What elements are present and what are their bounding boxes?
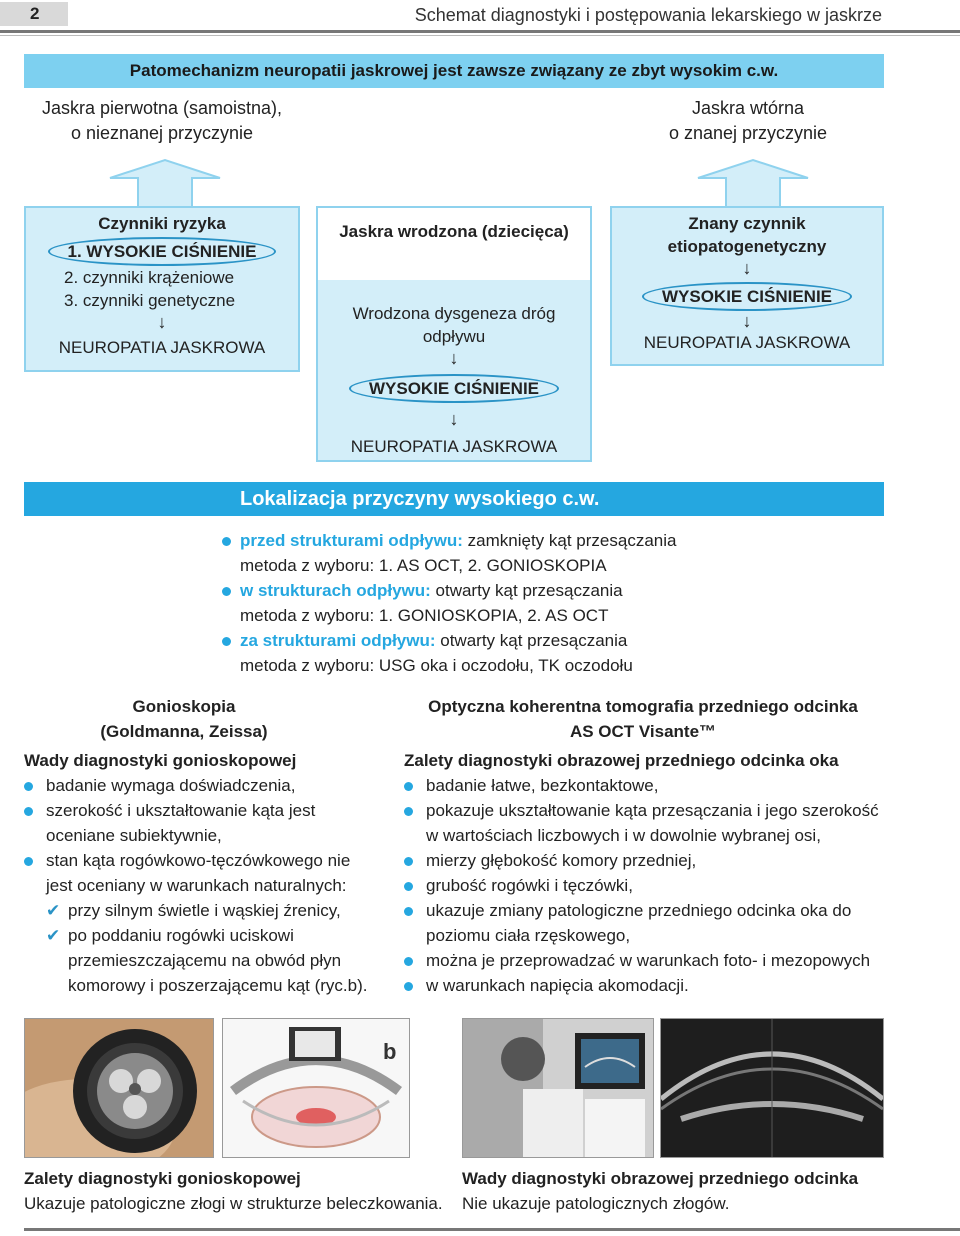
list-item: szerokość i ukształtowanie kąta jest — [24, 798, 394, 823]
risk-result: NEUROPATIA JASKROWA — [58, 338, 266, 357]
header-rule — [0, 30, 960, 33]
gonioscopy-subtitle: (Goldmanna, Zeissa) — [100, 722, 268, 741]
secondary-glaucoma-label: Jaskra wtórna o znanej przyczynie — [668, 98, 828, 143]
asoct-scan-svg — [661, 1019, 883, 1157]
list-item-cont: jest oceniany w warunkach naturalnych: — [46, 876, 347, 895]
list-item: grubość rogówki i tęczówki, — [404, 873, 904, 898]
bullet-icon — [404, 882, 413, 891]
congenital-pressure: WYSOKIE CIŚNIENIE — [348, 374, 560, 403]
congenital-result: NEUROPATIA JASKROWA — [350, 437, 558, 456]
known-result: NEUROPATIA JASKROWA — [643, 333, 851, 352]
left-caption: Zalety diagnostyki gonioskopowej Ukazuje… — [24, 1166, 454, 1216]
list-item-method: metoda z wyboru: USG oka i oczodołu, TK … — [240, 656, 633, 675]
congenital-line1: Wrodzona dysgeneza dróg — [352, 304, 556, 323]
gonioscopy-diagram-image: b — [223, 1019, 409, 1157]
primary-glaucoma-label: Jaskra pierwotna (samoistna), o nieznane… — [41, 98, 283, 143]
list-item-method: metoda z wyboru: 1. GONIOSKOPIA, 2. AS O… — [240, 606, 609, 625]
risk-item-genetic: 3. czynniki genetyczne — [64, 291, 236, 310]
bullet-icon — [404, 957, 413, 966]
asoct-subtitle: AS OCT Visante™ — [569, 722, 717, 741]
right-caption: Wady diagnostyki obrazowej przedniego od… — [462, 1166, 902, 1216]
gonioscopy-heading: Wady diagnostyki gonioskopowej — [24, 751, 297, 770]
bullet-icon — [222, 587, 231, 596]
down-arrow-icon: ↓ — [157, 312, 167, 332]
list-item-cont: oceniane subiektywnie, — [46, 826, 222, 845]
bullet-icon — [24, 857, 33, 866]
gonioscope-photo — [24, 1018, 214, 1158]
down-arrow-icon: ↓ — [449, 348, 459, 368]
sub-item-cont: komorowy i poszerzającemu kąt (ryc.b). — [68, 976, 368, 995]
up-arrow-right — [697, 158, 809, 208]
risk-factors-title: Czynniki ryzyka — [98, 214, 226, 233]
list-item: pokazuje ukształtowanie kąta przesączani… — [404, 798, 904, 823]
bullet-icon — [404, 907, 413, 916]
gonioscopy-section: Gonioskopia (Goldmanna, Zeissa) Wady dia… — [24, 694, 394, 998]
list-item: badanie łatwe, bezkontaktowe, — [404, 773, 904, 798]
bullet-icon — [404, 807, 413, 816]
risk-factors-box: Czynniki ryzyka 1. WYSOKIE CIŚNIENIE 2. … — [24, 206, 300, 372]
header-rule-thin — [0, 35, 960, 36]
localization-title: Lokalizacja przyczyny wysokiego c.w. — [24, 482, 884, 516]
list-item-method: metoda z wyboru: 1. AS OCT, 2. GONIOSKOP… — [240, 556, 607, 575]
list-item: w strukturach odpływu: otwarty kąt przes… — [222, 578, 902, 603]
down-arrow-icon: ↓ — [449, 409, 459, 429]
list-item: stan kąta rogówkowo-tęczówkowego nie — [24, 848, 394, 873]
congenital-inner-box: Wrodzona dysgeneza dróg odpływu ↓ WYSOKI… — [316, 280, 592, 462]
sub-item: ✔przy silnym świetle i wąskiej źrenicy, — [24, 898, 394, 923]
risk-item-pressure: 1. WYSOKIE CIŚNIENIE — [47, 237, 277, 266]
list-item: mierzy głębokość komory przedniej, — [404, 848, 904, 873]
gonioscope-lens-image — [25, 1019, 213, 1157]
asoct-heading: Zalety diagnostyki obrazowej przedniego … — [404, 751, 839, 770]
list-item: ukazuje zmiany patologiczne przedniego o… — [404, 898, 904, 923]
visante-device-image — [463, 1019, 653, 1157]
list-item-cont: w wartościach liczbowych i w dowolnie wy… — [426, 826, 821, 845]
sub-item-cont: przemieszczającemu na obwód płyn — [68, 951, 342, 970]
congenital-title: Jaskra wrodzona (dziecięca) — [339, 222, 569, 241]
down-arrow-icon: ↓ — [742, 311, 752, 331]
left-caption-heading: Zalety diagnostyki gonioskopowej — [24, 1169, 301, 1188]
known-line1: Znany czynnik — [688, 214, 806, 233]
bullet-icon — [24, 782, 33, 791]
figure-label-b: b — [383, 1039, 396, 1064]
bullet-icon — [24, 807, 33, 816]
asoct-section: Optyczna koherentna tomografia przednieg… — [404, 694, 904, 998]
bullet-icon — [222, 537, 231, 546]
header-title: Schemat diagnostyki i postępowania lekar… — [414, 5, 882, 25]
pathomechanism-banner: Patomechanizm neuropatii jaskrowej jest … — [24, 54, 884, 88]
asoct-title: Optyczna koherentna tomografia przednieg… — [428, 697, 858, 716]
localization-list: przed strukturami odpływu: zamknięty kąt… — [222, 528, 902, 678]
checkmark-icon: ✔ — [46, 901, 61, 920]
visante-device-photo — [462, 1018, 654, 1158]
congenital-line2: odpływu — [422, 327, 486, 346]
list-item: za strukturami odpływu: otwarty kąt prze… — [222, 628, 902, 653]
page-number: 2 — [0, 2, 68, 26]
down-arrow-icon: ↓ — [742, 258, 752, 278]
list-item-cont: poziomu ciała rzęskowego, — [426, 926, 631, 945]
gonioscopy-diagram-b: b — [222, 1018, 410, 1158]
sub-item: ✔po poddaniu rogówki uciskowi — [24, 923, 394, 948]
bullet-icon — [404, 782, 413, 791]
list-item: można je przeprowadzać w warunkach foto-… — [404, 948, 904, 973]
known-pressure: WYSOKIE CIŚNIENIE — [641, 282, 853, 311]
left-caption-text: Ukazuje patologiczne złogi w strukturze … — [24, 1194, 443, 1213]
list-item: badanie wymaga doświadczenia, — [24, 773, 394, 798]
known-factor-box: Znany czynnik etiopatogenetyczny ↓ WYSOK… — [610, 206, 884, 366]
known-line2: etiopatogenetyczny — [667, 237, 827, 256]
footer-rule — [24, 1228, 960, 1231]
bullet-icon — [404, 982, 413, 991]
checkmark-icon: ✔ — [46, 926, 61, 945]
bullet-icon — [222, 637, 231, 646]
risk-item-circulation: 2. czynniki krążeniowe — [64, 268, 235, 287]
right-caption-heading: Wady diagnostyki obrazowej przedniego od… — [462, 1169, 859, 1188]
asoct-scan-image — [660, 1018, 884, 1158]
list-item: w warunkach napięcia akomodacji. — [404, 973, 904, 998]
bullet-icon — [404, 857, 413, 866]
gonioscopy-title: Gonioskopia — [132, 697, 236, 716]
right-caption-text: Nie ukazuje patologicznych złogów. — [462, 1194, 730, 1213]
up-arrow-left — [109, 158, 221, 208]
list-item: przed strukturami odpływu: zamknięty kąt… — [222, 528, 902, 553]
